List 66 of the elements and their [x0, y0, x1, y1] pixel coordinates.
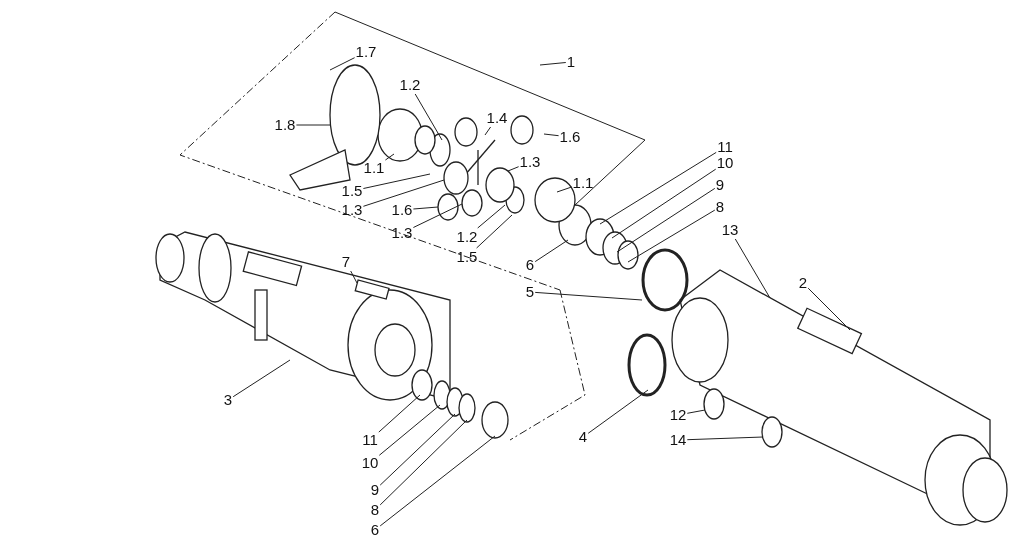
callout-number: 6	[370, 522, 380, 538]
callout-number: 1.5	[341, 183, 363, 199]
leader-line	[232, 359, 291, 398]
leader-line	[476, 214, 513, 249]
leader-line	[543, 133, 560, 137]
callout-number: 1.1	[572, 175, 594, 191]
leader-line	[412, 206, 439, 210]
leader-line	[362, 173, 431, 189]
callout-number: 11	[717, 139, 733, 155]
callout-number: 13	[721, 222, 739, 238]
leader-line	[378, 394, 421, 433]
callout-number: 1.6	[559, 129, 581, 145]
leader-line	[414, 93, 443, 141]
leader-line	[378, 404, 441, 456]
callout-number: 1.2	[399, 77, 421, 93]
callout-number: 1.3	[341, 202, 363, 218]
leader-line	[362, 179, 445, 207]
leader-line	[686, 436, 764, 441]
callout-number: 3	[223, 392, 233, 408]
leader-line	[807, 287, 851, 331]
leader-line	[384, 153, 395, 161]
leader-line	[412, 203, 463, 228]
leader-line	[539, 62, 567, 66]
callout-number: 9	[715, 177, 725, 193]
callout-number: 4	[578, 429, 588, 445]
callout-number: 1.7	[355, 44, 377, 60]
leader-line	[477, 204, 506, 229]
callout-number: 1.2	[456, 229, 478, 245]
leader-line	[484, 126, 492, 136]
callout-number: 9	[370, 482, 380, 498]
leader-line	[599, 151, 717, 225]
leader-line	[379, 435, 496, 527]
leader-line	[295, 124, 331, 126]
leader-line	[379, 419, 468, 506]
callout-number: 10	[716, 155, 734, 171]
leader-line	[507, 166, 520, 172]
leader-line	[534, 239, 569, 263]
leader-line	[379, 413, 456, 486]
callout-number: 2	[798, 275, 808, 291]
leader-line	[587, 389, 649, 434]
callout-number: 11	[362, 432, 378, 448]
callout-number: 1.8	[274, 117, 296, 133]
leader-line	[350, 270, 358, 284]
callout-number: 1	[566, 54, 576, 70]
leader-line	[329, 57, 356, 71]
leader-line	[611, 168, 717, 239]
callout-number: 8	[370, 502, 380, 518]
leader-line	[627, 209, 716, 263]
callout-number: 12	[669, 407, 687, 423]
callout-number: 1.4	[486, 110, 508, 126]
callout-number: 6	[525, 257, 535, 273]
leader-line	[734, 238, 771, 299]
callout-number: 14	[669, 432, 687, 448]
callout-number: 8	[715, 199, 725, 215]
callout-number: 1.1	[363, 160, 385, 176]
callout-number: 1.3	[519, 154, 541, 170]
leader-line	[616, 187, 716, 253]
leader-line	[686, 409, 706, 414]
callout-number: 1.6	[391, 202, 413, 218]
callout-number: 5	[525, 284, 535, 300]
leader-line	[534, 291, 643, 301]
leader-line	[556, 186, 573, 193]
callout-number: 7	[341, 254, 351, 270]
callout-number: 10	[361, 455, 379, 471]
callout-number: 1.3	[391, 225, 413, 241]
callout-number: 1.5	[456, 249, 478, 265]
